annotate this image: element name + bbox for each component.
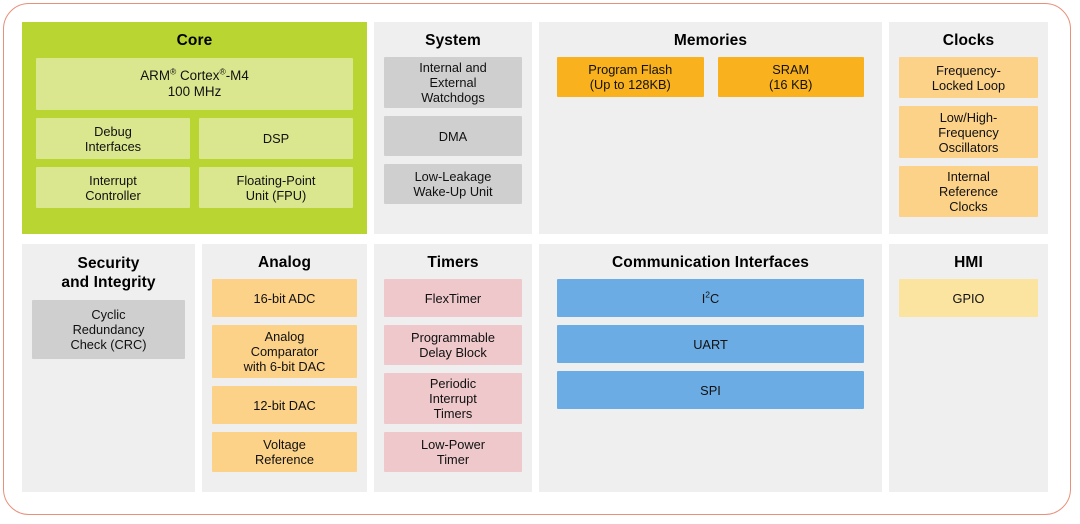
block-dsp: DSP — [199, 118, 353, 159]
block-i2c-label: I2C — [701, 289, 720, 306]
block-programmable-delay-block: Programmable Delay Block — [384, 325, 522, 365]
panel-core-title: Core — [176, 32, 213, 49]
block-arm-cortex-m4-line1: ARM® Cortex®-M4 — [140, 66, 249, 83]
block-interrupt-controller: Interrupt Controller — [36, 167, 190, 208]
block-program-flash: Program Flash (Up to 128KB) — [557, 57, 704, 97]
block-frequency-locked-loop: Frequency- Locked Loop — [899, 57, 1038, 98]
block-gpio: GPIO — [899, 279, 1038, 317]
panel-clocks: Clocks Frequency- Locked Loop Low/High- … — [889, 22, 1048, 234]
block-oscillators: Low/High- Frequency Oscillators — [899, 106, 1038, 158]
block-floating-point-unit: Floating-Point Unit (FPU) — [199, 167, 353, 208]
block-dma: DMA — [384, 116, 522, 156]
block-periodic-interrupt-timers: Periodic Interrupt Timers — [384, 373, 522, 424]
panel-hmi-title: HMI — [954, 254, 983, 271]
block-16-bit-adc: 16-bit ADC — [212, 279, 357, 317]
panel-memories: Memories Program Flash (Up to 128KB) SRA… — [539, 22, 882, 234]
block-crc: Cyclic Redundancy Check (CRC) — [32, 300, 185, 359]
panel-system-title: System — [425, 32, 481, 49]
block-i2c: I2C — [557, 279, 864, 317]
block-debug-interfaces: Debug Interfaces — [36, 118, 190, 159]
block-arm-cortex-m4: ARM® Cortex®-M4 100 MHz — [36, 58, 353, 110]
panel-clocks-title: Clocks — [942, 32, 995, 49]
diagram-grid: Core ARM® Cortex®-M4 100 MHz Debug Inter… — [22, 22, 1048, 492]
panel-analog-title: Analog — [257, 254, 312, 271]
block-voltage-reference: Voltage Reference — [212, 432, 357, 472]
core-row-2: Interrupt Controller Floating-Point Unit… — [36, 167, 353, 216]
panel-communication-interfaces: Communication Interfaces I2C UART SPI — [539, 244, 882, 492]
block-internal-reference-clocks: Internal Reference Clocks — [899, 166, 1038, 217]
block-watchdogs: Internal and External Watchdogs — [384, 57, 522, 108]
block-low-leakage-wakeup-unit: Low-Leakage Wake-Up Unit — [384, 164, 522, 204]
panel-analog: Analog 16-bit ADC Analog Comparator with… — [202, 244, 367, 492]
panel-timers: Timers FlexTimer Programmable Delay Bloc… — [374, 244, 532, 492]
block-spi: SPI — [557, 371, 864, 409]
block-analog-comparator: Analog Comparator with 6-bit DAC — [212, 325, 357, 378]
panel-hmi: HMI GPIO — [889, 244, 1048, 492]
block-12-bit-dac: 12-bit DAC — [212, 386, 357, 424]
diagram-outer-frame: Core ARM® Cortex®-M4 100 MHz Debug Inter… — [3, 3, 1071, 515]
block-arm-cortex-m4-line2: 100 MHz — [167, 84, 222, 99]
panel-security-title: Security and Integrity — [61, 255, 156, 291]
panel-system: System Internal and External Watchdogs D… — [374, 22, 532, 234]
panel-communication-title: Communication Interfaces — [611, 254, 810, 271]
panel-security-and-integrity: Security and Integrity Cyclic Redundancy… — [22, 244, 195, 492]
panel-timers-title: Timers — [427, 254, 479, 271]
block-uart: UART — [557, 325, 864, 363]
block-flextimer: FlexTimer — [384, 279, 522, 317]
core-row-1: Debug Interfaces DSP — [36, 118, 353, 167]
block-sram: SRAM (16 KB) — [717, 57, 864, 97]
block-low-power-timer: Low-Power Timer — [384, 432, 522, 472]
memories-row: Program Flash (Up to 128KB) SRAM (16 KB) — [557, 57, 864, 105]
panel-memories-title: Memories — [673, 32, 748, 49]
panel-core: Core ARM® Cortex®-M4 100 MHz Debug Inter… — [22, 22, 367, 234]
